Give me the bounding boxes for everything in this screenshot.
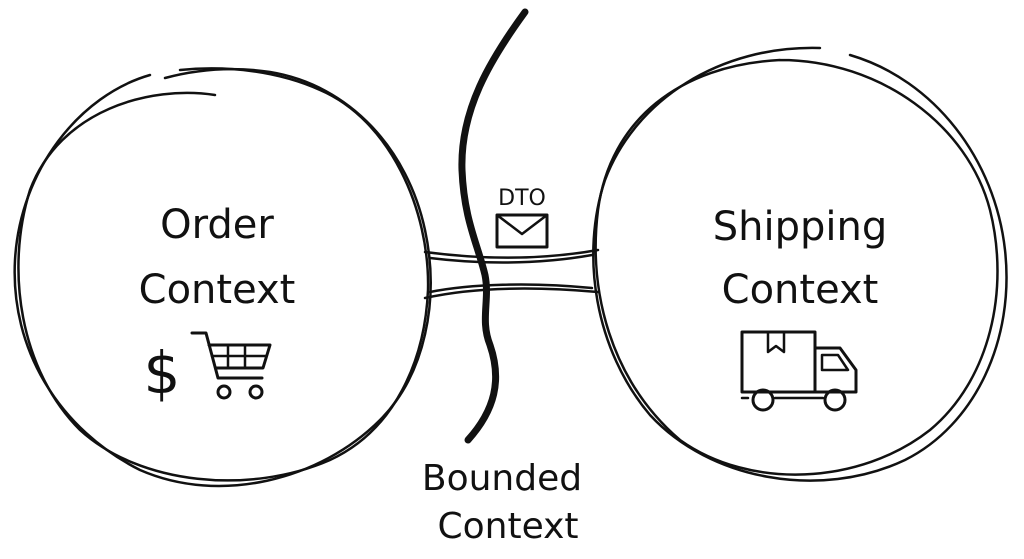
dollar-icon: $ xyxy=(144,339,181,407)
order-context-title: Order xyxy=(160,202,274,248)
envelope-icon xyxy=(495,213,549,249)
dto-label: DTO xyxy=(498,186,546,211)
shipping-context-subtitle: Context xyxy=(722,267,879,313)
delivery-truck-icon xyxy=(740,330,858,412)
bounded-context-subtitle: Context xyxy=(437,506,578,547)
order-context-subtitle: Context xyxy=(139,267,296,313)
shipping-context-circle xyxy=(592,46,1008,482)
boundary-line xyxy=(458,8,529,444)
shopping-cart-icon xyxy=(190,331,272,400)
order-context-circle xyxy=(13,67,432,488)
bounded-context-title: Bounded xyxy=(422,458,582,499)
context-connection-tube xyxy=(423,248,600,300)
shipping-context-title: Shipping xyxy=(713,204,888,250)
